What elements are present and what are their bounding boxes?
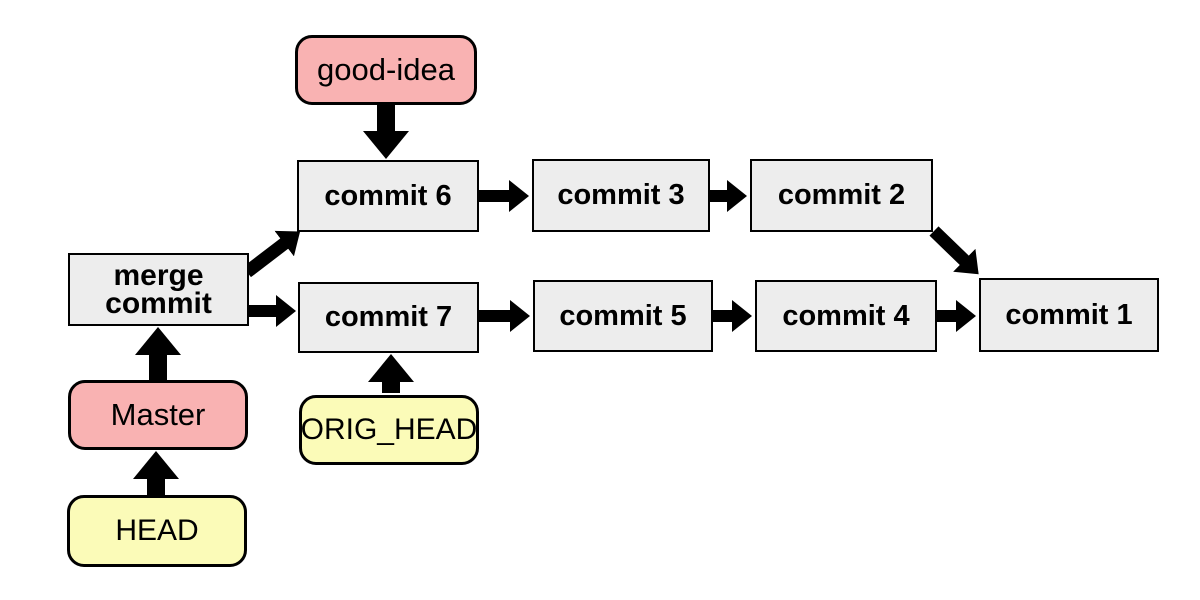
node-merge-commit: merge commit	[68, 253, 249, 326]
node-commit-3: commit 3	[532, 159, 710, 232]
node-ref-head: HEAD	[67, 495, 247, 567]
arrow-commit2-to-commit1	[929, 226, 979, 275]
node-commit-6: commit 6	[297, 160, 479, 232]
node-commit-2: commit 2	[750, 159, 933, 232]
node-branch-good-idea: good-idea	[295, 35, 477, 105]
node-branch-master: Master	[68, 380, 248, 450]
node-commit-1: commit 1	[979, 278, 1159, 352]
node-commit-4: commit 4	[755, 280, 937, 352]
node-commit-5: commit 5	[533, 280, 713, 352]
node-commit-7: commit 7	[298, 282, 479, 353]
node-ref-orig-head: ORIG_HEAD	[299, 395, 479, 465]
arrow-merge-commit-to-commit6	[243, 230, 301, 278]
